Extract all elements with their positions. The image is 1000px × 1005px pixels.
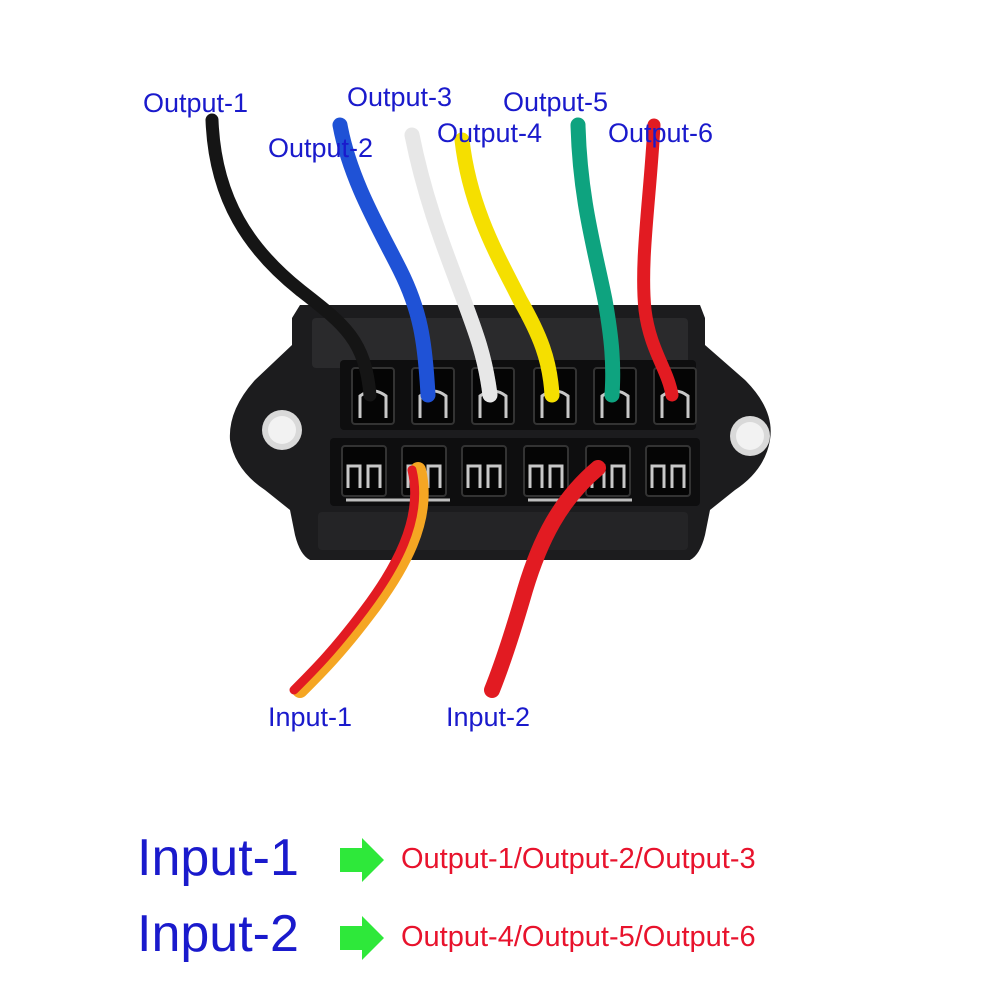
mapping-outputs-2: Output-4/Output-5/Output-6 — [401, 921, 756, 953]
input-terminal-slot — [645, 445, 691, 497]
input-terminal-slot — [461, 445, 507, 497]
input-terminal-row — [341, 445, 691, 502]
wire-output-4 — [454, 132, 560, 403]
wire-output-6 — [637, 118, 679, 402]
input-2-label: Input-2 — [446, 702, 531, 732]
mapping-input-1: Input-1 — [137, 829, 299, 887]
input-terminal-slot — [523, 445, 569, 497]
output-1-label: Output-1 — [143, 88, 249, 118]
mapping-input-2: Input-2 — [137, 905, 299, 963]
wire-output-5 — [570, 117, 621, 403]
output-4-label: Output-4 — [437, 118, 543, 148]
output-5-label: Output-5 — [503, 87, 609, 117]
output-6-label: Output-6 — [608, 118, 714, 148]
mapping-outputs-1: Output-1/Output-2/Output-3 — [401, 843, 756, 875]
input-1-label: Input-1 — [268, 702, 353, 732]
wire-input-2 — [484, 460, 606, 698]
input-terminal-slot — [585, 445, 631, 497]
output-3-label: Output-3 — [347, 82, 453, 112]
wire-output-3 — [404, 127, 498, 403]
wire-output-2 — [332, 117, 436, 403]
output-wires — [205, 113, 679, 403]
wire-output-1 — [205, 113, 377, 402]
input-wires — [289, 460, 606, 698]
output-2-label: Output-2 — [268, 133, 374, 163]
right-arrow-icon — [340, 916, 384, 960]
input-terminal-slot — [341, 445, 387, 497]
right-arrow-icon — [340, 838, 384, 882]
fuse-box-housing — [229, 305, 771, 560]
